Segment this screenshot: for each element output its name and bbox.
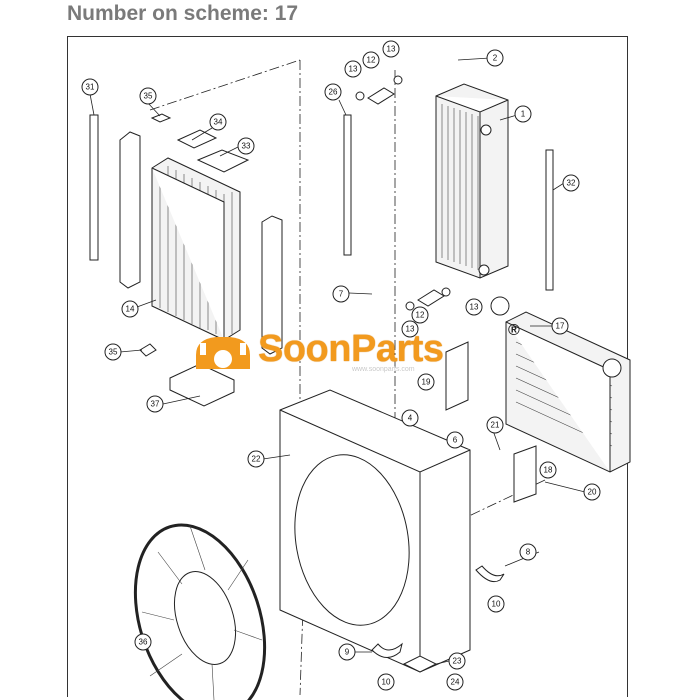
callout-13-b: 13	[382, 40, 400, 58]
svg-text:35: 35	[109, 348, 118, 357]
svg-text:19: 19	[422, 378, 431, 387]
svg-text:10: 10	[492, 600, 501, 609]
callout-4: 4	[401, 409, 419, 427]
svg-text:31: 31	[86, 83, 95, 92]
seal-pad-35-top	[150, 113, 172, 123]
watermark: SoonParts ® www.soonparts.com	[192, 322, 520, 373]
watermark-brand: SoonParts	[258, 328, 444, 370]
svg-text:7: 7	[339, 290, 344, 299]
svg-text:20: 20	[588, 488, 597, 497]
callout-17: 17	[551, 317, 569, 335]
centerline-4	[149, 59, 301, 111]
side-plate-left	[119, 131, 141, 289]
seal-strip-37	[89, 114, 99, 261]
watermark-url: www.soonparts.com	[352, 366, 415, 373]
fan-guard-26	[133, 523, 267, 700]
callout-20: 20	[583, 483, 601, 501]
callout-21: 21	[486, 416, 504, 434]
clamp-13-c	[405, 301, 415, 311]
svg-text:33: 33	[242, 142, 251, 151]
svg-text:12: 12	[416, 311, 425, 320]
svg-text:13: 13	[406, 325, 415, 334]
callout-8: 8	[519, 543, 537, 561]
svg-text:8: 8	[526, 548, 531, 557]
callout-12-bottom: 12	[411, 306, 429, 324]
callout-10-bottom: 10	[377, 673, 395, 691]
seal-strip-32	[545, 149, 554, 291]
svg-text:32: 32	[567, 179, 576, 188]
callout-7: 7	[332, 285, 350, 303]
callout-12-top: 12	[362, 51, 380, 69]
callout-37: 31	[81, 78, 99, 96]
svg-text:26: 26	[329, 88, 338, 97]
callout-32: 32	[562, 174, 580, 192]
svg-text:14: 14	[126, 305, 135, 314]
svg-text:34: 34	[214, 118, 223, 127]
callout-6: 6	[446, 431, 464, 449]
svg-text:22: 22	[252, 455, 261, 464]
watermark-gear-icon	[192, 329, 254, 371]
svg-text:13: 13	[470, 303, 479, 312]
bracket-19	[445, 341, 469, 411]
svg-text:21: 21	[491, 421, 500, 430]
condenser-17	[490, 296, 631, 473]
svg-text:13: 13	[349, 65, 358, 74]
page-title: Number on scheme: 17	[67, 2, 299, 25]
svg-text:18: 18	[544, 466, 553, 475]
callout-9: 9	[338, 643, 356, 661]
callout-14: 14	[121, 300, 139, 318]
clamp-13-b	[393, 75, 403, 85]
callout-23: 23	[448, 652, 466, 670]
watermark-registered: ®	[508, 322, 520, 339]
callout-31: 26	[324, 83, 342, 101]
svg-text:37: 37	[151, 400, 160, 409]
svg-text:9: 9	[345, 648, 350, 657]
seal-strip-31	[343, 114, 352, 256]
hose-10-right	[475, 565, 505, 583]
hose-12-bottom	[417, 289, 445, 307]
svg-text:23: 23	[453, 657, 462, 666]
seal-pad-35-bottom	[139, 343, 157, 357]
svg-text:1: 1	[521, 110, 526, 119]
leader-lines	[89, 57, 586, 665]
hose-10-bottom	[371, 642, 403, 658]
fan-shroud-22	[279, 389, 471, 673]
callout-10-right: 10	[487, 595, 505, 613]
callout-13-d: 13	[465, 298, 483, 316]
side-plate-right	[261, 215, 283, 355]
svg-text:35: 35	[144, 92, 153, 101]
seal-pad-33	[196, 149, 250, 173]
callout-22: 22	[247, 450, 265, 468]
callout-33: 33	[237, 137, 255, 155]
svg-text:17: 17	[556, 322, 565, 331]
oil-cooler-14	[151, 157, 241, 341]
seal-pad-34	[176, 129, 218, 149]
callout-35-bottom: 35	[104, 343, 122, 361]
svg-text:36: 36	[139, 638, 148, 647]
clamp-13-a	[355, 91, 365, 101]
svg-text:13: 13	[387, 45, 396, 54]
clamp-13-d	[441, 287, 451, 297]
hose-12-top	[367, 87, 395, 105]
callout-24: 24	[446, 673, 464, 691]
svg-text:12: 12	[367, 56, 376, 65]
svg-text:2: 2	[493, 54, 498, 63]
callout-34: 34	[209, 113, 227, 131]
svg-text:10: 10	[382, 678, 391, 687]
callout-35-top: 35	[139, 87, 157, 105]
callout-2: 2	[486, 49, 504, 67]
svg-text:24: 24	[451, 678, 460, 687]
callout-36: 37	[146, 395, 164, 413]
callout-1: 1	[514, 105, 532, 123]
callout-19: 19	[417, 373, 435, 391]
svg-text:6: 6	[453, 436, 458, 445]
callout-13-a: 13	[344, 60, 362, 78]
callout-13-c: 13	[401, 320, 419, 338]
callout-26: 36	[134, 633, 152, 651]
radiator-1	[435, 83, 509, 279]
svg-text:4: 4	[408, 414, 413, 423]
callout-18: 18	[539, 461, 557, 479]
bracket-18	[513, 445, 537, 503]
